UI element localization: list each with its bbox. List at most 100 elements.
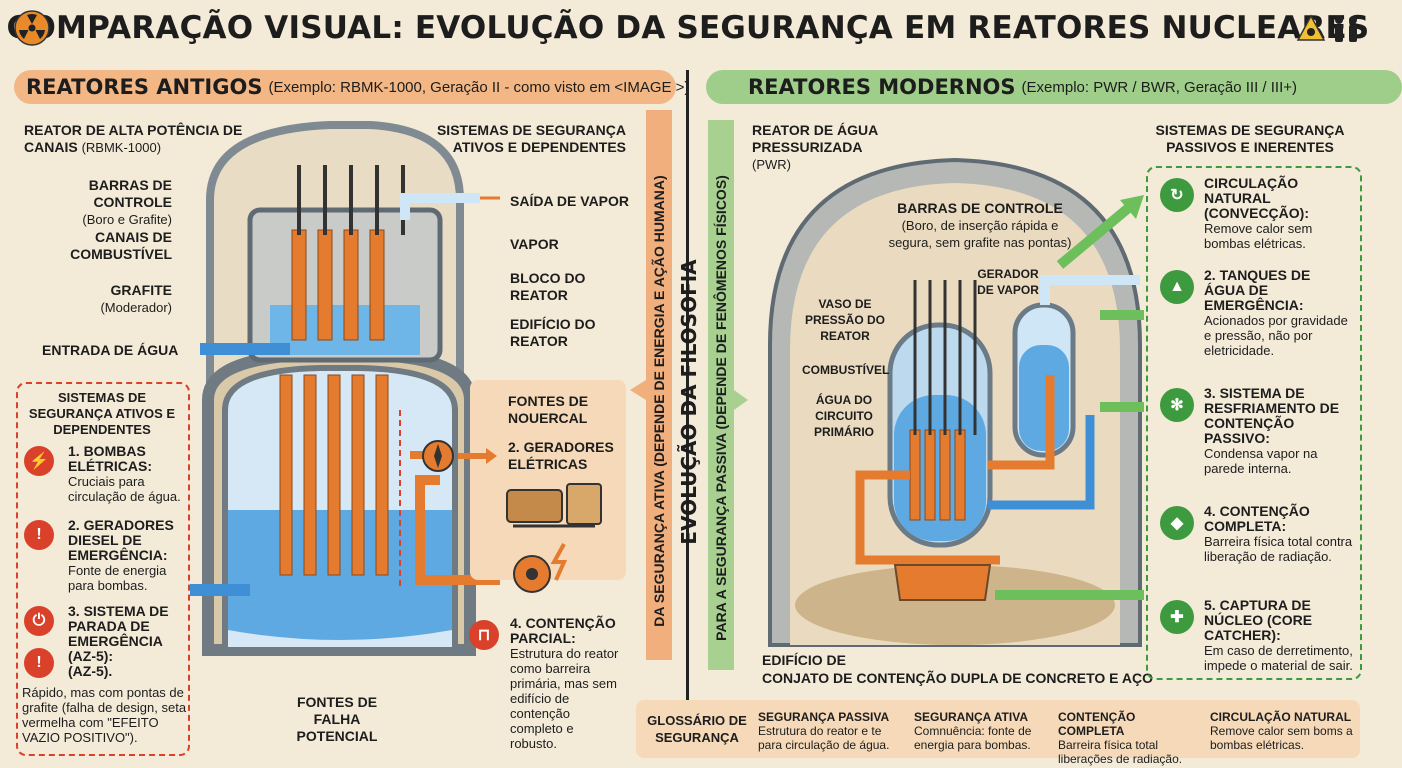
people-icon [1335, 16, 1357, 42]
shield-plus-icon: ✚ [1160, 600, 1194, 634]
rbmk-model: (RBMK-1000) [81, 140, 162, 155]
passive-item-title: 5. CAPTURA DE NÚCLEO (CORE CATCHER): [1204, 597, 1313, 643]
modern-reactors-subtitle: (Exemplo: PWR / BWR, Geração III / III+) [1021, 78, 1297, 96]
passive-item: 2. TANQUES DE ÁGUA DE EMERGÊNCIA:Acionad… [1204, 267, 1354, 359]
page-title: COMPARAÇÃO VISUAL: EVOLUÇÃO DA SEGURANÇA… [6, 10, 1370, 46]
control-rods-label: BARRAS DE CONTROLE (Boro e Grafite) [10, 177, 172, 228]
steam-outlet-label: SAÍDA DE VAPOR [510, 193, 630, 209]
old-reactors-subtitle: (Exemplo: RBMK-1000, Geração II - como v… [268, 78, 690, 96]
shutdown-system-text: Rápido, mas com pontas de grafite (falha… [22, 685, 187, 745]
rbmk-reactor-diagram [190, 121, 500, 656]
control-rods-sub: (Boro e Grafite) [82, 212, 172, 227]
partial-containment-desc: Estrutura do reator como barreira primár… [510, 646, 619, 751]
passive-safety-label: PARA A SEGURANÇA PASSIVA (DEPENDE DE FEN… [713, 175, 729, 641]
glossary-definition: Barreira física total liberações de radi… [1058, 738, 1183, 766]
passive-item-title: 3. SISTEMA DE RESFRIAMENTO DE CONTENÇÃO … [1204, 385, 1340, 446]
passive-item-title: 2. TANQUES DE ÁGUA DE EMERGÊNCIA: [1204, 267, 1311, 313]
graphite-text: GRAFITE [110, 282, 172, 298]
electric-pumps-title: 1. BOMBAS ELÉTRICAS: [68, 443, 152, 474]
pwr-title: REATOR DE ÁGUA PRESSURIZADA (PWR) [752, 122, 922, 173]
passive-item-text: Remove calor sem bombas elétricas. [1204, 221, 1313, 251]
electric-pumps-text: Cruciais para circulação de água. [68, 474, 181, 504]
shutdown-system-item: 3. SISTEMA DE PARADA DE EMERGÊNCIA (AZ-5… [68, 604, 188, 679]
active-systems-box-title: SISTEMAS DE SEGURANÇA ATIVOS E DEPENDENT… [28, 390, 176, 437]
glossary-definition: Estrutura do reator e te para circulação… [758, 724, 890, 752]
partial-containment-title: 4. CONTENÇÃO PARCIAL: [510, 615, 616, 646]
rbmk-title-text: REATOR DE ALTA POTÊNCIA DE CANAIS [24, 122, 243, 155]
pwr-control-rods-sub: (Boro, de inserção rápida e segura, sem … [888, 218, 1072, 250]
reactor-building-label: EDIFÍCIO DO REATOR [510, 316, 596, 349]
shield-icon: ◆ [1160, 506, 1194, 540]
generators-label: 2. GERADORES ELÉTRICAS [508, 439, 614, 472]
passive-item-title: 4. CONTENÇÃO COMPLETA: [1204, 503, 1310, 534]
containment-building-label-2: CONJATO DE CONTENÇÃO DUPLA DE CONCRETO E… [762, 670, 1153, 686]
control-rods-text: BARRAS DE CONTROLE [88, 177, 172, 210]
containment-building-label-1: EDIFÍCIO DE [762, 652, 847, 668]
water-inlet-label: ENTRADA DE ÁGUA [42, 342, 179, 358]
old-reactors-header: REATORES ANTIGOS (Exemplo: RBMK-1000, Ge… [14, 70, 689, 104]
passive-item-title: CIRCULAÇÃO NATURAL (CONVECÇÃO): [1204, 175, 1309, 221]
modern-reactors-header: REATORES MODERNOS (Exemplo: PWR / BWR, G… [706, 70, 1402, 104]
evolution-arrows [630, 110, 748, 670]
shutdown-system-extra: (AZ-5). [68, 663, 113, 679]
active-safety-label: DA SEGURANÇA ATIVA (DEPENDE DE ENERGIA E… [651, 175, 667, 627]
passive-item-text: Acionados por gravidade e pressão, não p… [1204, 313, 1348, 358]
active-systems-box [16, 382, 190, 756]
steam-generator-label: GERADOR DE VAPOR [977, 267, 1039, 297]
glossary-term: CIRCULAÇÃO NATURAL [1210, 710, 1352, 724]
power-sources-panel [470, 380, 626, 580]
pwr-title-text: REATOR DE ÁGUA PRESSURIZADA [752, 122, 878, 155]
rbmk-title: REATOR DE ALTA POTÊNCIA DE CANAIS (RBMK-… [24, 122, 244, 156]
alert-icon: ! [24, 648, 54, 678]
snowflake-icon: ✻ [1160, 388, 1194, 422]
electric-pumps-item: 1. BOMBAS ELÉTRICAS: Cruciais para circu… [68, 443, 188, 505]
primary-circuit-label: ÁGUA DO CIRCUITO PRIMÁRIO [814, 393, 874, 439]
pwr-model: (PWR) [752, 157, 791, 172]
partial-containment-icon: ⊓ [469, 620, 499, 650]
graphite-sub: (Moderador) [100, 300, 172, 315]
passive-item: 5. CAPTURA DE NÚCLEO (CORE CATCHER):Em c… [1204, 597, 1354, 674]
pwr-control-rods-text: BARRAS DE CONTROLE [897, 200, 1063, 216]
modern-reactors-title: REATORES MODERNOS [748, 75, 1016, 99]
glossary-term: CONTENÇÃO COMPLETA [1058, 710, 1136, 738]
passive-item-text: Em caso de derretimento, impede o materi… [1204, 643, 1353, 673]
philosophy-evolution-label: EVOLUÇÃO DA FILOSOFIA [677, 259, 701, 545]
warning-icon [1296, 14, 1326, 41]
glossary-title: GLOSSÁRIO DE SEGURANÇA [647, 713, 747, 745]
shutdown-system-title: 3. SISTEMA DE PARADA DE EMERGÊNCIA (AZ-5… [68, 603, 169, 664]
diesel-generator-icon [506, 483, 602, 528]
emergency-stop-icon: ⏻ [24, 606, 54, 636]
fuel-channels-label: CANAIS DE COMBUSTÍVEL [70, 229, 172, 262]
center-divider [686, 70, 689, 720]
partial-containment-text: 4. CONTENÇÃO PARCIAL: Estrutura do reato… [510, 615, 622, 752]
recycle-icon: ↻ [1160, 178, 1194, 212]
passive-item-text: Barreira física total contra liberação d… [1204, 534, 1353, 564]
glossary-definition: Remove calor sem boms a bombas elétricas… [1210, 724, 1353, 752]
pwr-reactor-diagram [768, 157, 1144, 647]
pressure-vessel-label: VASO DE PRESSÃO DO REATOR [804, 297, 885, 343]
diesel-generators-item: 2. GERADORES DIESEL DE EMERGÊNCIA: Fonte… [68, 518, 188, 594]
steam-label: VAPOR [510, 236, 559, 252]
reactor-block-label: BLOCO DO REATOR [510, 270, 586, 303]
pump-icon [422, 440, 497, 472]
diesel-generators-text: Fonte de energia para bombas. [68, 563, 167, 593]
tank-icon: ▲ [1160, 270, 1194, 304]
graphite-label: GRAFITE (Moderador) [40, 282, 172, 316]
glossary-definition: Comnuência: fonte de energia para bombas… [914, 724, 1032, 752]
glossary-term: SEGURANÇA ATIVA [914, 710, 1028, 724]
old-reactors-title: REATORES ANTIGOS [26, 75, 263, 99]
lightning-icon: ⚡ [24, 446, 54, 476]
pwr-control-rods-label: BARRAS DE CONTROLE (Boro, de inserção rá… [880, 200, 1080, 251]
electric-pump-icon [513, 543, 568, 593]
failure-sources-label: FONTES DE FALHA POTENCIAL [296, 694, 378, 744]
radiation-icon [14, 10, 50, 46]
passive-item-text: Condensa vapor na parede interna. [1204, 446, 1318, 476]
generator-warning-icon: ! [24, 520, 54, 550]
power-sources-label: FONTES DE NOUERCAL [508, 393, 589, 426]
fuel-label: COMBUSTÍVEL [802, 363, 890, 377]
glossary-panel [636, 700, 1360, 758]
glossary-term: SEGURANÇA PASSIVA [758, 710, 890, 724]
